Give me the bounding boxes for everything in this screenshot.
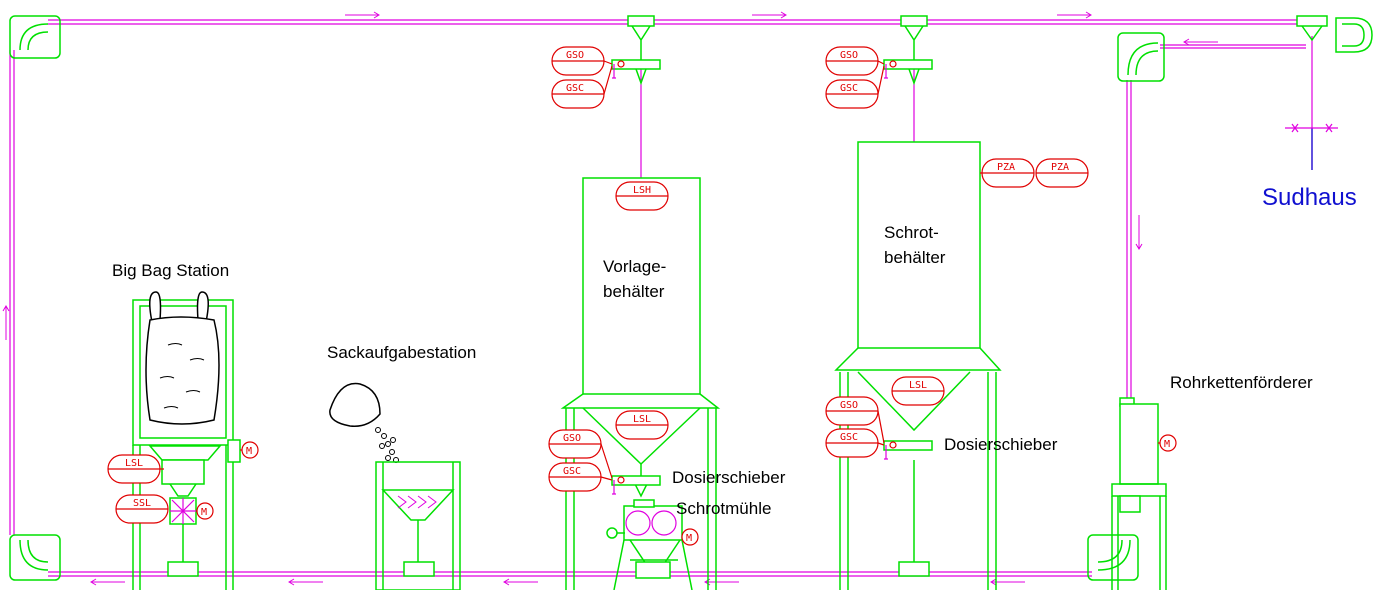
- svg-text:SSL: SSL: [133, 498, 151, 509]
- dosierschieber-1-label: Dosierschieber: [672, 468, 786, 487]
- motor-bigbag-2: M: [196, 502, 214, 520]
- svg-text:M: M: [686, 533, 692, 544]
- instrument-gsc-4: GSC: [825, 428, 879, 458]
- motor-conveyor: M: [1158, 434, 1177, 452]
- corner-bend-bottom-left: [9, 534, 61, 581]
- big-bag-station: Big Bag Station: [112, 261, 241, 590]
- tube-chain-conveyor-drive: Rohrkettenförderer: [1111, 373, 1313, 590]
- corner-bend-top-left: [9, 15, 61, 59]
- corner-bend-bottom-right: [1087, 534, 1139, 581]
- dosierschieber-2-label: Dosierschieber: [944, 435, 1058, 454]
- instrument-lsl-schrot: LSL: [891, 376, 945, 406]
- rohrkettenfoerderer-label: Rohrkettenförderer: [1170, 373, 1313, 392]
- instrument-lsl-vorlage: LSL: [615, 410, 669, 440]
- instrument-pza-1: PZA: [981, 158, 1035, 188]
- conveyor-loop: [9, 19, 1313, 577]
- instrument-gso-4: GSO: [825, 396, 879, 426]
- svg-text:LSH: LSH: [633, 185, 651, 196]
- vorlage-label-line2: behälter: [603, 282, 665, 301]
- flow-arrows: [2, 11, 1218, 586]
- svg-text:PZA: PZA: [997, 162, 1015, 173]
- svg-text:GSO: GSO: [840, 50, 858, 61]
- svg-text:GSO: GSO: [563, 433, 581, 444]
- svg-text:M: M: [1164, 439, 1170, 450]
- sack-station: Sackaufgabestation: [327, 343, 476, 590]
- slide-valve-top-2: [883, 59, 933, 86]
- instrument-lsh: LSH: [615, 181, 669, 211]
- slide-valve-top-1: [611, 59, 661, 86]
- big-bag-station-label: Big Bag Station: [112, 261, 229, 280]
- svg-text:GSC: GSC: [840, 432, 858, 443]
- sudhaus-outlet: Sudhaus: [1262, 123, 1357, 211]
- svg-text:M: M: [201, 507, 207, 518]
- svg-text:GSC: GSC: [566, 83, 584, 94]
- instrument-gso-1: GSO: [551, 46, 605, 76]
- motor-bigbag-1: M: [240, 441, 259, 459]
- sackaufgabestation-label: Sackaufgabestation: [327, 343, 476, 362]
- svg-text:GSO: GSO: [566, 50, 584, 61]
- sudhaus-label: Sudhaus: [1262, 184, 1357, 211]
- svg-text:M: M: [246, 446, 252, 457]
- instrument-gsc-1: GSC: [551, 79, 605, 109]
- slide-valve-vorlage: Dosierschieber Schrotmühle: [611, 468, 786, 518]
- svg-text:GSC: GSC: [840, 83, 858, 94]
- instrument-pza-2: PZA: [1035, 158, 1089, 188]
- svg-text:LSL: LSL: [633, 414, 651, 425]
- schrot-label-line2: behälter: [884, 248, 946, 267]
- schrot-label-line1: Schrot-: [884, 223, 939, 242]
- diverter-3: [1296, 15, 1328, 42]
- vorlagebehaelter: Vorlage- behälter: [560, 68, 721, 590]
- schrotbehaelter: Schrot- behälter: [834, 68, 1002, 590]
- schrotmuehle-label: Schrotmühle: [676, 499, 771, 518]
- instrument-lsl-bigbag: LSL: [107, 454, 161, 484]
- svg-text:GSC: GSC: [563, 466, 581, 477]
- corner-bend-sudhaus: [1335, 17, 1373, 53]
- svg-text:LSL: LSL: [125, 458, 143, 469]
- svg-text:PZA: PZA: [1051, 162, 1069, 173]
- slide-valve-schrot: Dosierschieber: [883, 435, 1058, 460]
- motor-mill: M: [681, 528, 699, 546]
- vorlage-label-line1: Vorlage-: [603, 257, 666, 276]
- instrument-gsc-2: GSC: [825, 79, 879, 109]
- corner-bend-top-right: [1117, 32, 1165, 82]
- diverter-1: [627, 15, 655, 68]
- svg-text:LSL: LSL: [909, 380, 927, 391]
- instrument-ssl: SSL: [115, 494, 169, 524]
- instrument-gsc-3: GSC: [548, 462, 602, 492]
- svg-text:GSO: GSO: [840, 400, 858, 411]
- instrument-gso-3: GSO: [548, 429, 602, 459]
- instrument-gso-2: GSO: [825, 46, 879, 76]
